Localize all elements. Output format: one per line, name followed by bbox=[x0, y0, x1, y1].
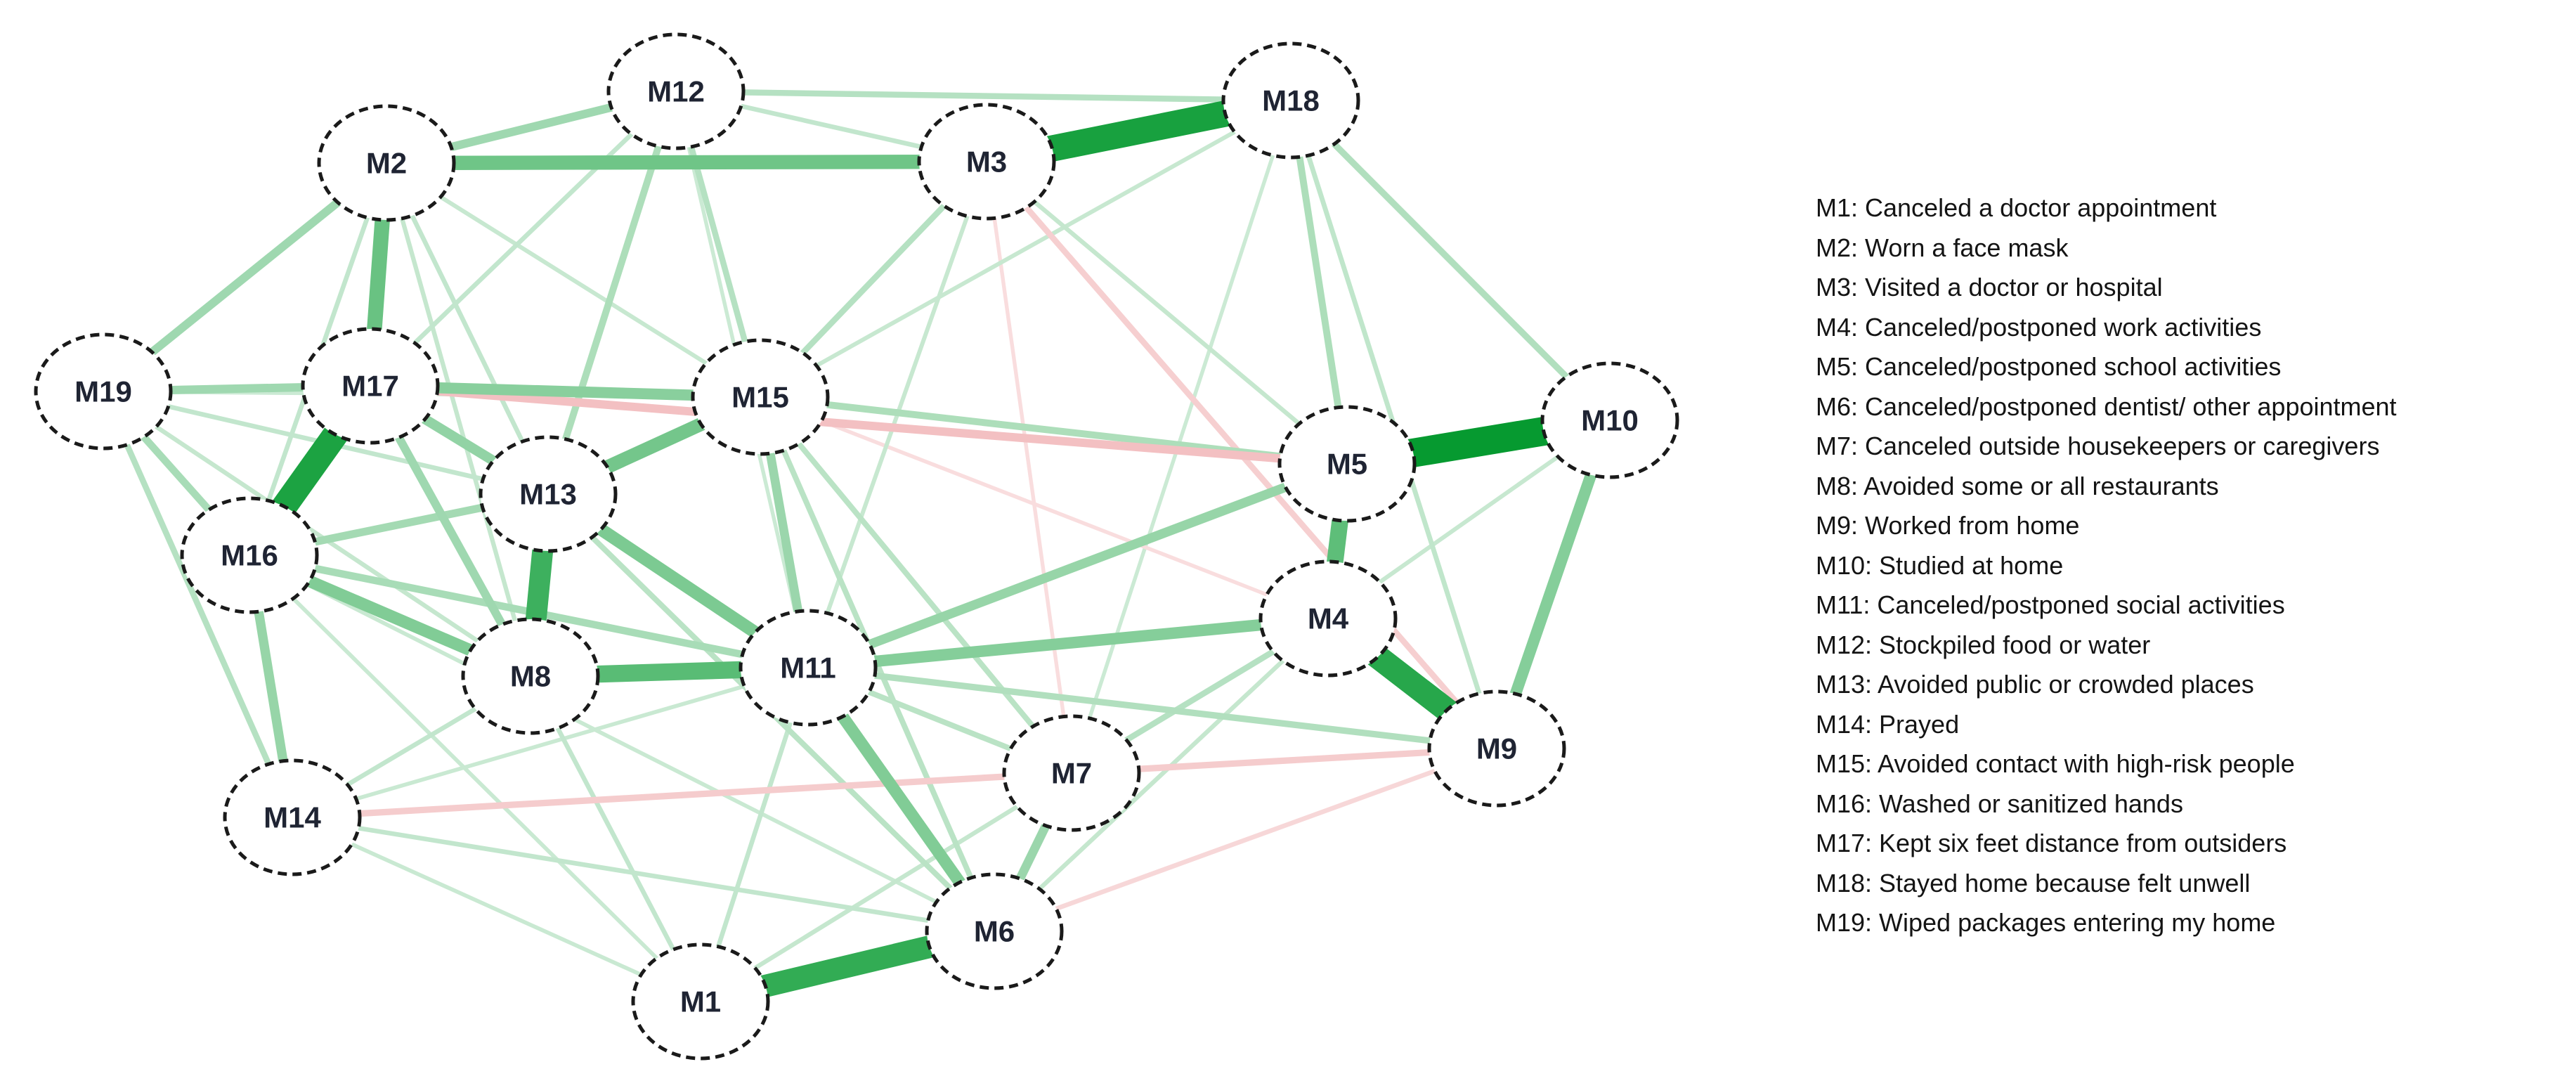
node-M18: M18 bbox=[1221, 41, 1360, 160]
edge-M11-M4-positive bbox=[807, 612, 1329, 674]
node-circle-M2 bbox=[317, 104, 456, 222]
edge-M18-M7-positive bbox=[1069, 100, 1293, 774]
legend-item-M17: M17: Kept six feet distance from outside… bbox=[1816, 829, 2287, 857]
legend-item-M15: M15: Avoided contact with high-risk peop… bbox=[1816, 749, 2295, 778]
node-circle-M15 bbox=[691, 338, 830, 456]
node-circle-M17 bbox=[301, 327, 440, 445]
node-M1: M1 bbox=[631, 942, 770, 1061]
node-circle-M1 bbox=[631, 942, 770, 1061]
edge-M1-M7-positive bbox=[699, 771, 1073, 1004]
edge-M3-M5-positive bbox=[984, 160, 1349, 466]
node-circle-M10 bbox=[1540, 361, 1679, 479]
edge-M3-M7-negative bbox=[984, 161, 1074, 774]
legend-item-M6: M6: Canceled/postponed dentist/ other ap… bbox=[1816, 391, 2397, 421]
edge-M12-M17-positive bbox=[368, 89, 678, 388]
edge-M15-M7-positive bbox=[757, 395, 1074, 775]
legend-item-M11: M11: Canceled/postponed social activitie… bbox=[1816, 590, 2285, 619]
legend-item-M14: M14: Prayed bbox=[1816, 709, 1960, 739]
node-M17: M17 bbox=[301, 327, 440, 445]
edge-M19-M8-positive bbox=[102, 389, 532, 678]
legend-item-M2: M2: Worn a face mask bbox=[1816, 233, 2069, 262]
edge-M18-M15-positive bbox=[759, 98, 1292, 399]
edge-M15-M4-negative bbox=[760, 395, 1329, 621]
node-M14: M14 bbox=[223, 758, 362, 876]
legend-item-M4: M4: Canceled/postponed work activities bbox=[1816, 312, 2262, 342]
node-M12: M12 bbox=[606, 32, 746, 150]
edge-M14-M11-positive bbox=[292, 666, 809, 819]
legend-item-M5: M5: Canceled/postponed school activities bbox=[1816, 352, 2282, 381]
legend-item-M1: M1: Canceled a doctor appointment bbox=[1816, 193, 2217, 222]
edge-M17-M5-negative bbox=[370, 382, 1348, 468]
node-circle-M18 bbox=[1221, 41, 1360, 160]
node-M13: M13 bbox=[479, 435, 618, 553]
edge-M14-M6-positive bbox=[292, 815, 995, 934]
node-M6: M6 bbox=[925, 872, 1064, 990]
legend-item-M8: M8: Avoided some or all restaurants bbox=[1816, 471, 2219, 500]
legend-item-M12: M12: Stockpiled food or water bbox=[1816, 630, 2151, 659]
edge-M12-M18-positive bbox=[675, 88, 1292, 104]
edge-M6-M4-positive bbox=[992, 616, 1330, 933]
node-M15: M15 bbox=[691, 338, 830, 456]
edge-M2-M13-positive bbox=[384, 162, 550, 495]
node-circle-M9 bbox=[1427, 689, 1566, 808]
edge-M2-M8-positive bbox=[384, 162, 533, 677]
legend-item-M7: M7: Canceled outside housekeepers or car… bbox=[1816, 432, 2380, 460]
legend-item-M19: M19: Wiped packages entering my home bbox=[1816, 908, 2276, 937]
node-M9: M9 bbox=[1427, 689, 1566, 808]
node-circle-M11 bbox=[739, 609, 878, 727]
edge-M14-M1-positive bbox=[291, 815, 702, 1004]
node-M11: M11 bbox=[739, 609, 878, 727]
node-M2: M2 bbox=[317, 104, 456, 222]
node-circle-M16 bbox=[180, 496, 319, 614]
node-M16: M16 bbox=[180, 496, 319, 614]
node-circle-M3 bbox=[917, 103, 1056, 221]
node-M8: M8 bbox=[461, 617, 600, 735]
legend-item-M16: M16: Washed or sanitized hands bbox=[1816, 789, 2183, 818]
legend-item-M10: M10: Studied at home bbox=[1816, 550, 2064, 580]
edge-M19-M14-positive bbox=[100, 390, 295, 819]
node-circle-M14 bbox=[223, 758, 362, 876]
node-M7: M7 bbox=[1002, 714, 1141, 832]
edge-M16-M6-positive bbox=[248, 553, 996, 933]
node-M10: M10 bbox=[1540, 361, 1679, 479]
node-circle-M5 bbox=[1277, 405, 1417, 523]
edge-M11-M5-positive bbox=[806, 459, 1349, 673]
legend-item-M9: M9: Worked from home bbox=[1816, 511, 2080, 540]
edge-M8-M1-positive bbox=[528, 675, 703, 1003]
node-M5: M5 bbox=[1277, 405, 1417, 523]
edge-M16-M1-positive bbox=[247, 553, 703, 1004]
node-M4: M4 bbox=[1258, 559, 1398, 678]
node-circle-M6 bbox=[925, 872, 1064, 990]
node-circle-M12 bbox=[606, 32, 746, 150]
edge-M11-M9-positive bbox=[807, 664, 1497, 752]
node-circle-M13 bbox=[479, 435, 618, 553]
node-circle-M19 bbox=[34, 332, 173, 451]
node-M19: M19 bbox=[34, 332, 173, 451]
legend-item-M18: M18: Stayed home because felt unwell bbox=[1816, 868, 2251, 898]
legend-item-M13: M13: Avoided public or crowded places bbox=[1816, 670, 2254, 699]
edge-M6-M9-negative bbox=[993, 746, 1498, 934]
node-circle-M8 bbox=[461, 617, 600, 735]
legend-item-M3: M3: Visited a doctor or hospital bbox=[1816, 273, 2163, 302]
edge-M2-M15-positive bbox=[385, 161, 762, 399]
node-M3: M3 bbox=[917, 103, 1056, 221]
edge-M18-M10-positive bbox=[1288, 98, 1613, 423]
edge-M2-M3-positive bbox=[386, 154, 987, 171]
node-circle-M4 bbox=[1258, 559, 1398, 678]
edge-M5-M18-positive bbox=[1287, 100, 1351, 465]
node-circle-M7 bbox=[1002, 714, 1141, 832]
